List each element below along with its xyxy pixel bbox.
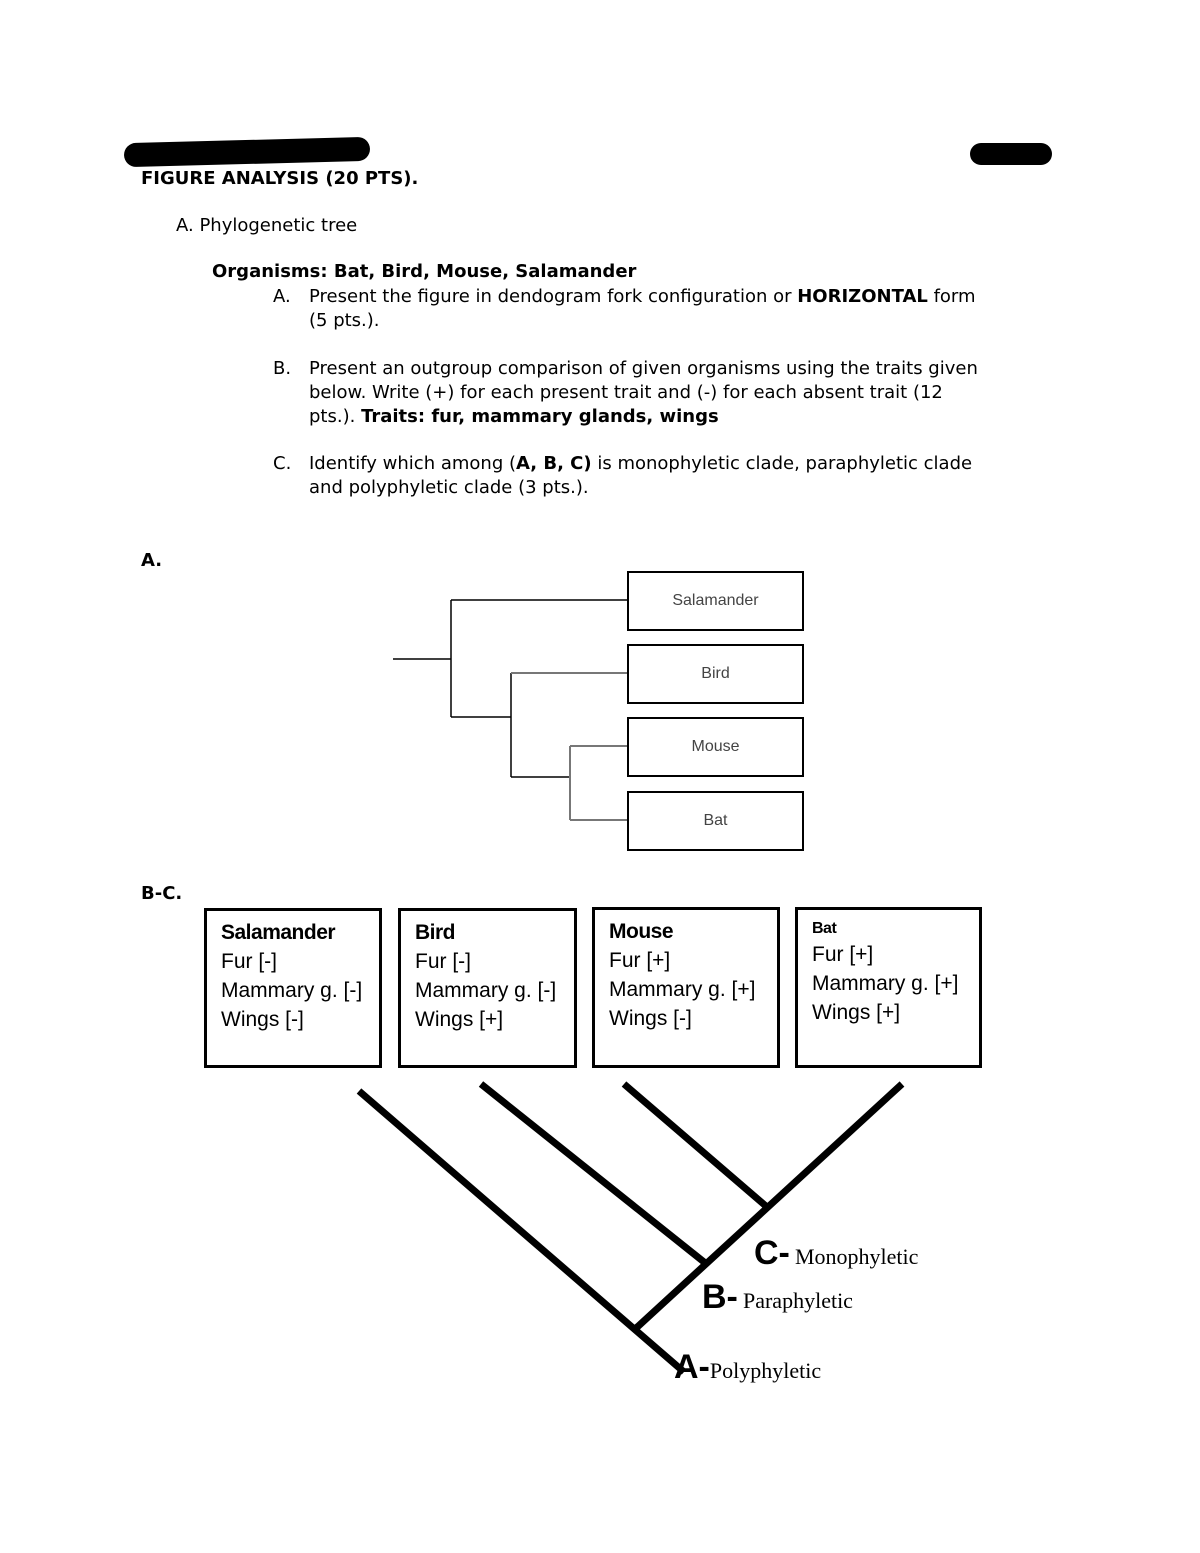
- instruction-a-text: Present the figure in dendogram fork con…: [309, 286, 798, 307]
- cladogram-branch-salamander: [356, 1088, 687, 1375]
- cladogram-branch-bird: [478, 1081, 707, 1265]
- clade-label-a: A-Polyphyletic: [674, 1348, 821, 1387]
- organisms-line: Organisms: Bat, Bird, Mouse, Salamander: [212, 261, 637, 282]
- clade-word-b: Paraphyletic: [742, 1288, 853, 1313]
- answer-a-label: A.: [141, 550, 163, 571]
- trait-fur: Fur [-]: [221, 950, 277, 973]
- trait-card-bird: Bird Fur [-] Mammary g. [-] Wings [+]: [398, 908, 577, 1068]
- instruction-c-line1: Identify which among (A, B, C) is monoph…: [309, 452, 972, 476]
- trait-fur: Fur [+]: [609, 949, 671, 972]
- clade-label-b: B- Paraphyletic: [702, 1278, 853, 1317]
- instruction-b-line3: pts.). Traits: fur, mammary glands, wing…: [309, 405, 719, 429]
- trait-card-mouse: Mouse Fur [+] Mammary g. [+] Wings [-]: [592, 907, 780, 1068]
- trait-mammary: Mammary g. [+]: [812, 972, 959, 995]
- instruction-a-text-end: form: [927, 286, 976, 307]
- trait-wings: Wings [-]: [221, 1008, 304, 1031]
- instruction-a-marker: A.: [273, 286, 291, 307]
- clade-letter-a: A-: [674, 1348, 710, 1386]
- answer-bc-label: B-C.: [141, 883, 183, 904]
- trait-fur: Fur [+]: [812, 943, 874, 966]
- clade-word-c: Monophyletic: [794, 1244, 919, 1269]
- trait-mammary: Mammary g. [-]: [221, 979, 363, 1002]
- trait-card-salamander: Salamander Fur [-] Mammary g. [-] Wings …: [204, 908, 382, 1068]
- clade-letter-b: B-: [702, 1278, 738, 1316]
- trait-fur: Fur [-]: [415, 950, 471, 973]
- instruction-c-line2: and polyphyletic clade (3 pts.).: [309, 477, 589, 498]
- trait-wings: Wings [-]: [609, 1007, 692, 1030]
- dendrogram-leaf-bird: Bird: [627, 644, 804, 704]
- redacted-section-mark: [970, 143, 1052, 165]
- instruction-c-marker: C.: [273, 453, 292, 474]
- trait-card-title: Mouse: [609, 920, 674, 943]
- trait-card-title: Bat: [812, 920, 837, 937]
- clade-letter-c: C-: [754, 1234, 790, 1272]
- dendrogram-leaf-bat: Bat: [627, 791, 804, 851]
- instruction-c-text-end: is monophyletic clade, paraphyletic clad…: [591, 453, 973, 474]
- instruction-b-line2: below. Write (+) for each present trait …: [309, 382, 943, 403]
- page-title: FIGURE ANALYSIS (20 PTS).: [141, 168, 419, 189]
- instruction-b-line1: Present an outgroup comparison of given …: [309, 358, 978, 379]
- dendrogram-leaf-mouse: Mouse: [627, 717, 804, 777]
- clade-word-a: Polyphyletic: [709, 1358, 822, 1383]
- instruction-c-emphasis: A, B, C): [515, 453, 592, 474]
- trait-mammary: Mammary g. [-]: [415, 979, 557, 1002]
- trait-wings: Wings [+]: [415, 1008, 504, 1031]
- trait-wings: Wings [+]: [812, 1001, 901, 1024]
- cladogram-branch-bat: [631, 1081, 905, 1333]
- trait-mammary: Mammary g. [+]: [609, 978, 756, 1001]
- instruction-b-traits: Traits: fur, mammary glands, wings: [361, 406, 719, 427]
- instruction-c-text: Identify which among (: [309, 453, 516, 474]
- clade-label-c: C- Monophyletic: [754, 1234, 918, 1273]
- trait-card-title: Salamander: [221, 921, 336, 944]
- cladogram-branch-mouse: [621, 1081, 770, 1210]
- instruction-a-line2: (5 pts.).: [309, 310, 380, 331]
- instruction-a-line1: Present the figure in dendogram fork con…: [309, 285, 976, 309]
- trait-card-title: Bird: [415, 921, 456, 944]
- instruction-a-emphasis: HORIZONTAL: [797, 286, 928, 307]
- dendrogram-leaf-salamander: Salamander: [627, 571, 804, 631]
- instruction-b-text: pts.).: [309, 406, 362, 427]
- section-a-heading: A. Phylogenetic tree: [176, 215, 358, 236]
- trait-card-bat: Bat Fur [+] Mammary g. [+] Wings [+]: [795, 907, 982, 1068]
- instruction-b-marker: B.: [273, 358, 292, 379]
